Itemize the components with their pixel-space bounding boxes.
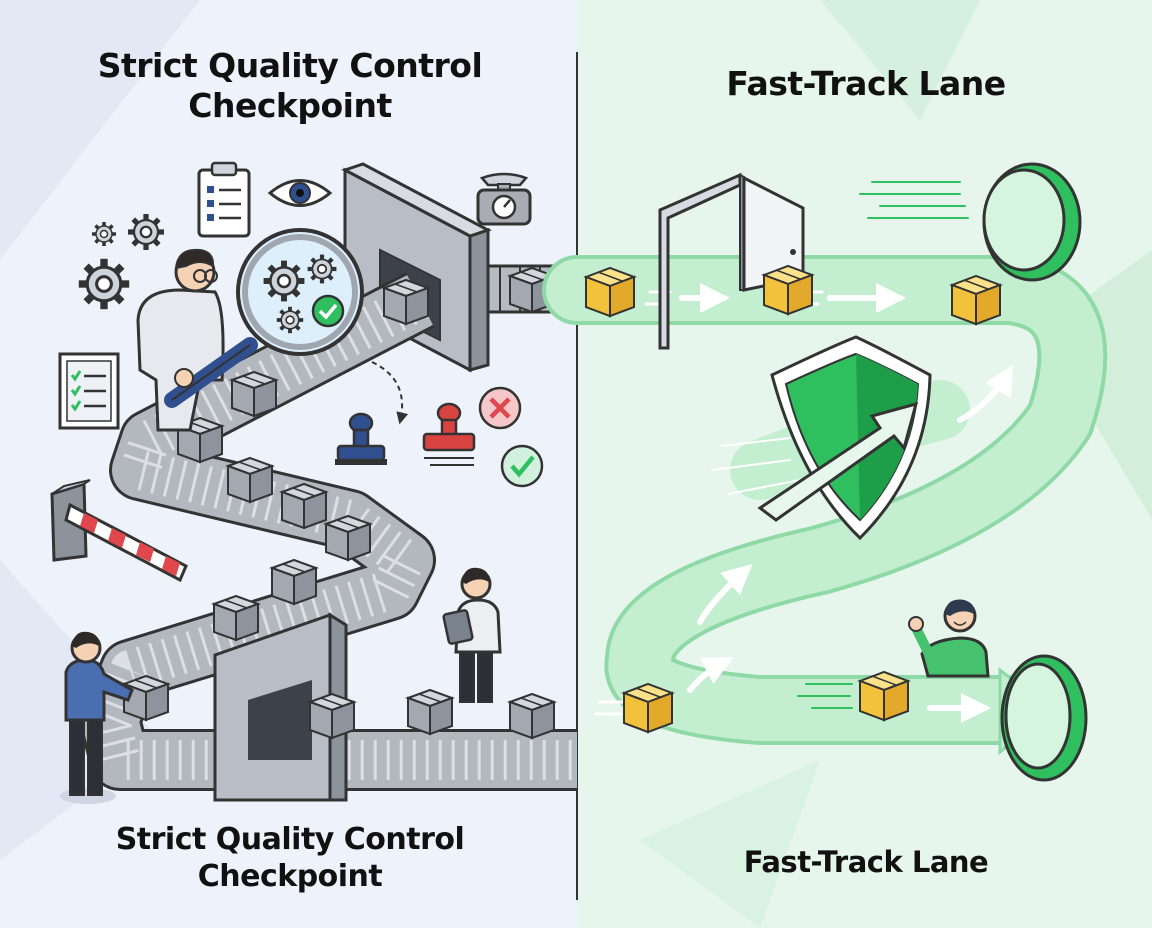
worker-person xyxy=(442,567,502,703)
right-panel-caption: Fast-Track Lane xyxy=(743,845,989,879)
clipboard-icon xyxy=(197,161,251,238)
motion-arrows xyxy=(679,283,1014,723)
gear-icon xyxy=(90,220,118,248)
left-panel-caption: Strict Quality Control Checkpoint xyxy=(40,822,540,895)
portal-ring-icon xyxy=(1000,654,1088,782)
left-panel-title-line: Checkpoint xyxy=(188,86,392,126)
gear-icon xyxy=(128,214,164,250)
barrier-gate-icon xyxy=(50,479,188,583)
stamp-icon xyxy=(335,412,387,465)
gear-icon xyxy=(79,259,129,309)
portal-ring-icon xyxy=(982,162,1082,282)
checklist-icon xyxy=(58,352,120,430)
right-panel-title: Fast-Track Lane xyxy=(726,64,1006,103)
left-panel-caption-line: Strict Quality Control xyxy=(115,822,465,857)
stamp-icon xyxy=(422,402,476,466)
left-panel-title: Strict Quality Control Checkpoint xyxy=(40,46,540,127)
left-panel-caption-line: Checkpoint xyxy=(197,858,383,894)
conveyor-belt-zigzag xyxy=(79,272,577,791)
worker-person xyxy=(60,631,134,804)
eye-icon xyxy=(267,179,333,207)
reject-x-icon xyxy=(478,386,522,430)
inspector-person xyxy=(136,248,225,432)
waving-person xyxy=(908,599,990,678)
checkmark-icon xyxy=(500,444,544,488)
scale-icon xyxy=(476,172,532,226)
shield-arrow-icon xyxy=(711,335,932,541)
door-frame-icon xyxy=(658,172,805,350)
left-panel-title-line: Strict Quality Control xyxy=(97,46,483,85)
magnifier-icon xyxy=(164,228,364,408)
speed-lines xyxy=(797,181,969,709)
